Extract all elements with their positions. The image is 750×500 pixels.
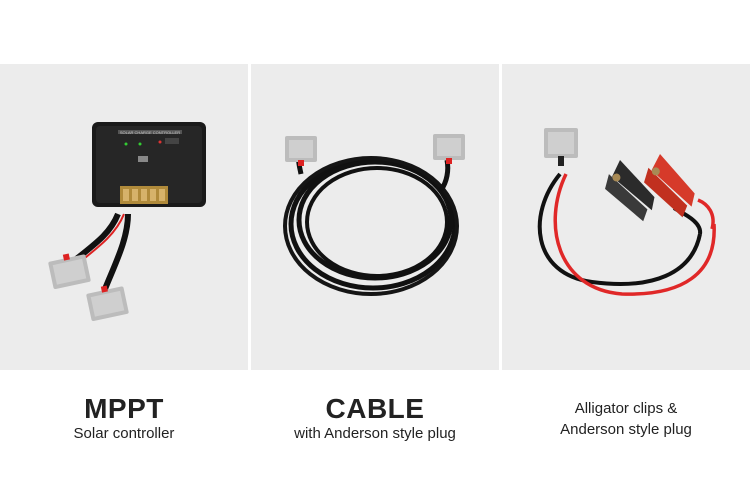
cable-coil-icon (283, 134, 465, 296)
caption-title: CABLE (325, 393, 425, 424)
cable-image-panel (251, 64, 499, 370)
caption-cable: CABLE with Anderson style plug (251, 370, 499, 500)
caption-title: MPPT (84, 393, 164, 424)
clips-image-panel (502, 64, 750, 370)
caption-subtitle-line-2: Anderson style plug (560, 421, 692, 438)
controller-label: SOLAR CHARGE CONTROLLER (120, 130, 180, 135)
caption-subtitle: with Anderson style plug (294, 425, 456, 442)
controller-image-panel: SOLAR CHARGE CONTROLLER (0, 64, 248, 370)
caption-clips: Alligator clips & Anderson style plug (502, 370, 750, 500)
caption-subtitle-line-1: Alligator clips & (574, 400, 678, 417)
caption-mppt: MPPT Solar controller (0, 370, 248, 500)
alligator-clips-icon (537, 128, 716, 296)
caption-subtitle: Solar controller (73, 425, 175, 442)
product-images: SOLAR CHARGE CONTROLLER (0, 64, 750, 370)
product-captions: MPPT Solar controller CABLE with Anderso… (0, 370, 750, 500)
solar-charge-controller-icon: SOLAR CHARGE CONTROLLER (48, 122, 206, 322)
